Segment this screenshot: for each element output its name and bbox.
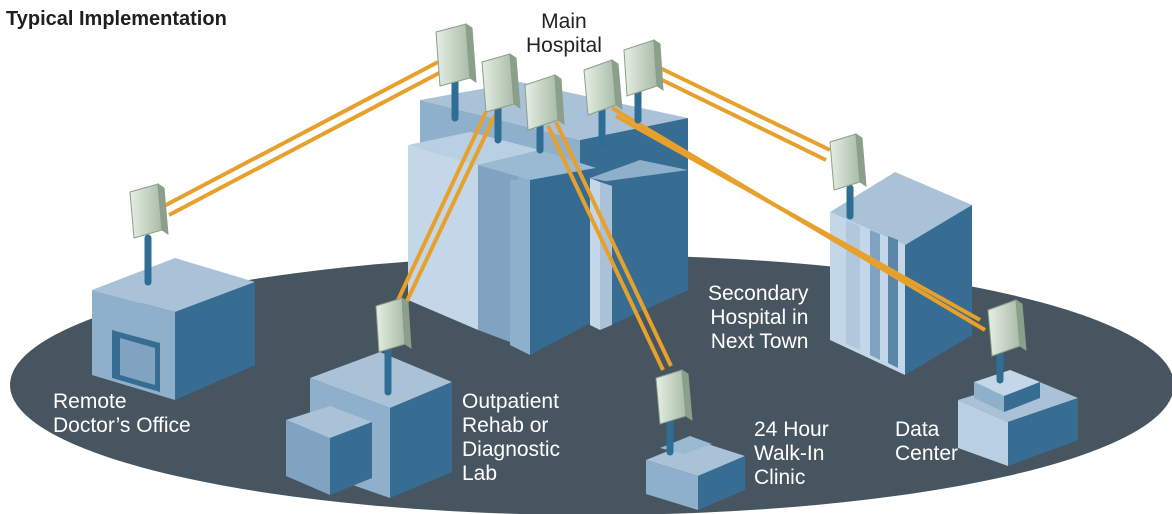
secondary-hospital-label: Secondary Hospital in Next Town	[708, 282, 808, 354]
wireless-links	[163, 60, 987, 371]
label-line: Center	[895, 442, 959, 465]
main-hospital-label: Main Hospital	[526, 10, 602, 58]
label-line: Doctor’s Office	[53, 414, 191, 437]
remote-office-building	[92, 258, 255, 400]
antenna-icon	[623, 39, 664, 97]
data-center-label: Data Center	[895, 418, 958, 466]
label-line: Hospital in	[710, 306, 809, 329]
label-line: Walk-In	[754, 442, 825, 465]
walkin-clinic-label: 24 Hour Walk-In Clinic	[754, 418, 829, 490]
label-line: Secondary	[708, 282, 809, 305]
walkin-clinic-building	[646, 436, 745, 510]
remote-office-label: Remote Doctor’s Office	[53, 390, 191, 438]
antenna-panels	[129, 23, 1027, 425]
label-line: Rehab or	[462, 414, 549, 437]
antenna-icon	[655, 369, 693, 425]
label-line: Hospital	[526, 34, 602, 57]
antenna-icon	[435, 23, 477, 87]
antenna-icon	[987, 299, 1027, 357]
data-center-building	[958, 370, 1078, 466]
antenna-icon	[583, 59, 623, 116]
label-line: Outpatient	[462, 390, 559, 413]
label-line: Diagnostic	[462, 438, 561, 461]
antenna-icon	[129, 183, 169, 239]
label-line: Next Town	[710, 330, 809, 353]
label-line: Lab	[462, 462, 498, 485]
main-hospital-building	[408, 82, 688, 355]
secondary-hospital-building	[830, 172, 972, 375]
outpatient-building	[286, 352, 452, 498]
antenna-icon	[829, 133, 867, 191]
label-line: Data	[895, 418, 940, 441]
label-line: 24 Hour	[754, 418, 829, 441]
outpatient-label: Outpatient Rehab or Diagnostic Lab	[462, 390, 560, 486]
label-line: Clinic	[754, 466, 806, 489]
antenna-masts	[144, 76, 1004, 456]
antenna-icon	[375, 297, 412, 353]
antenna-icon	[481, 53, 521, 113]
label-line: Main	[541, 10, 587, 33]
antenna-icon	[524, 74, 565, 131]
label-line: Remote	[53, 390, 127, 413]
diagram-title: Typical Implementation	[6, 8, 227, 30]
